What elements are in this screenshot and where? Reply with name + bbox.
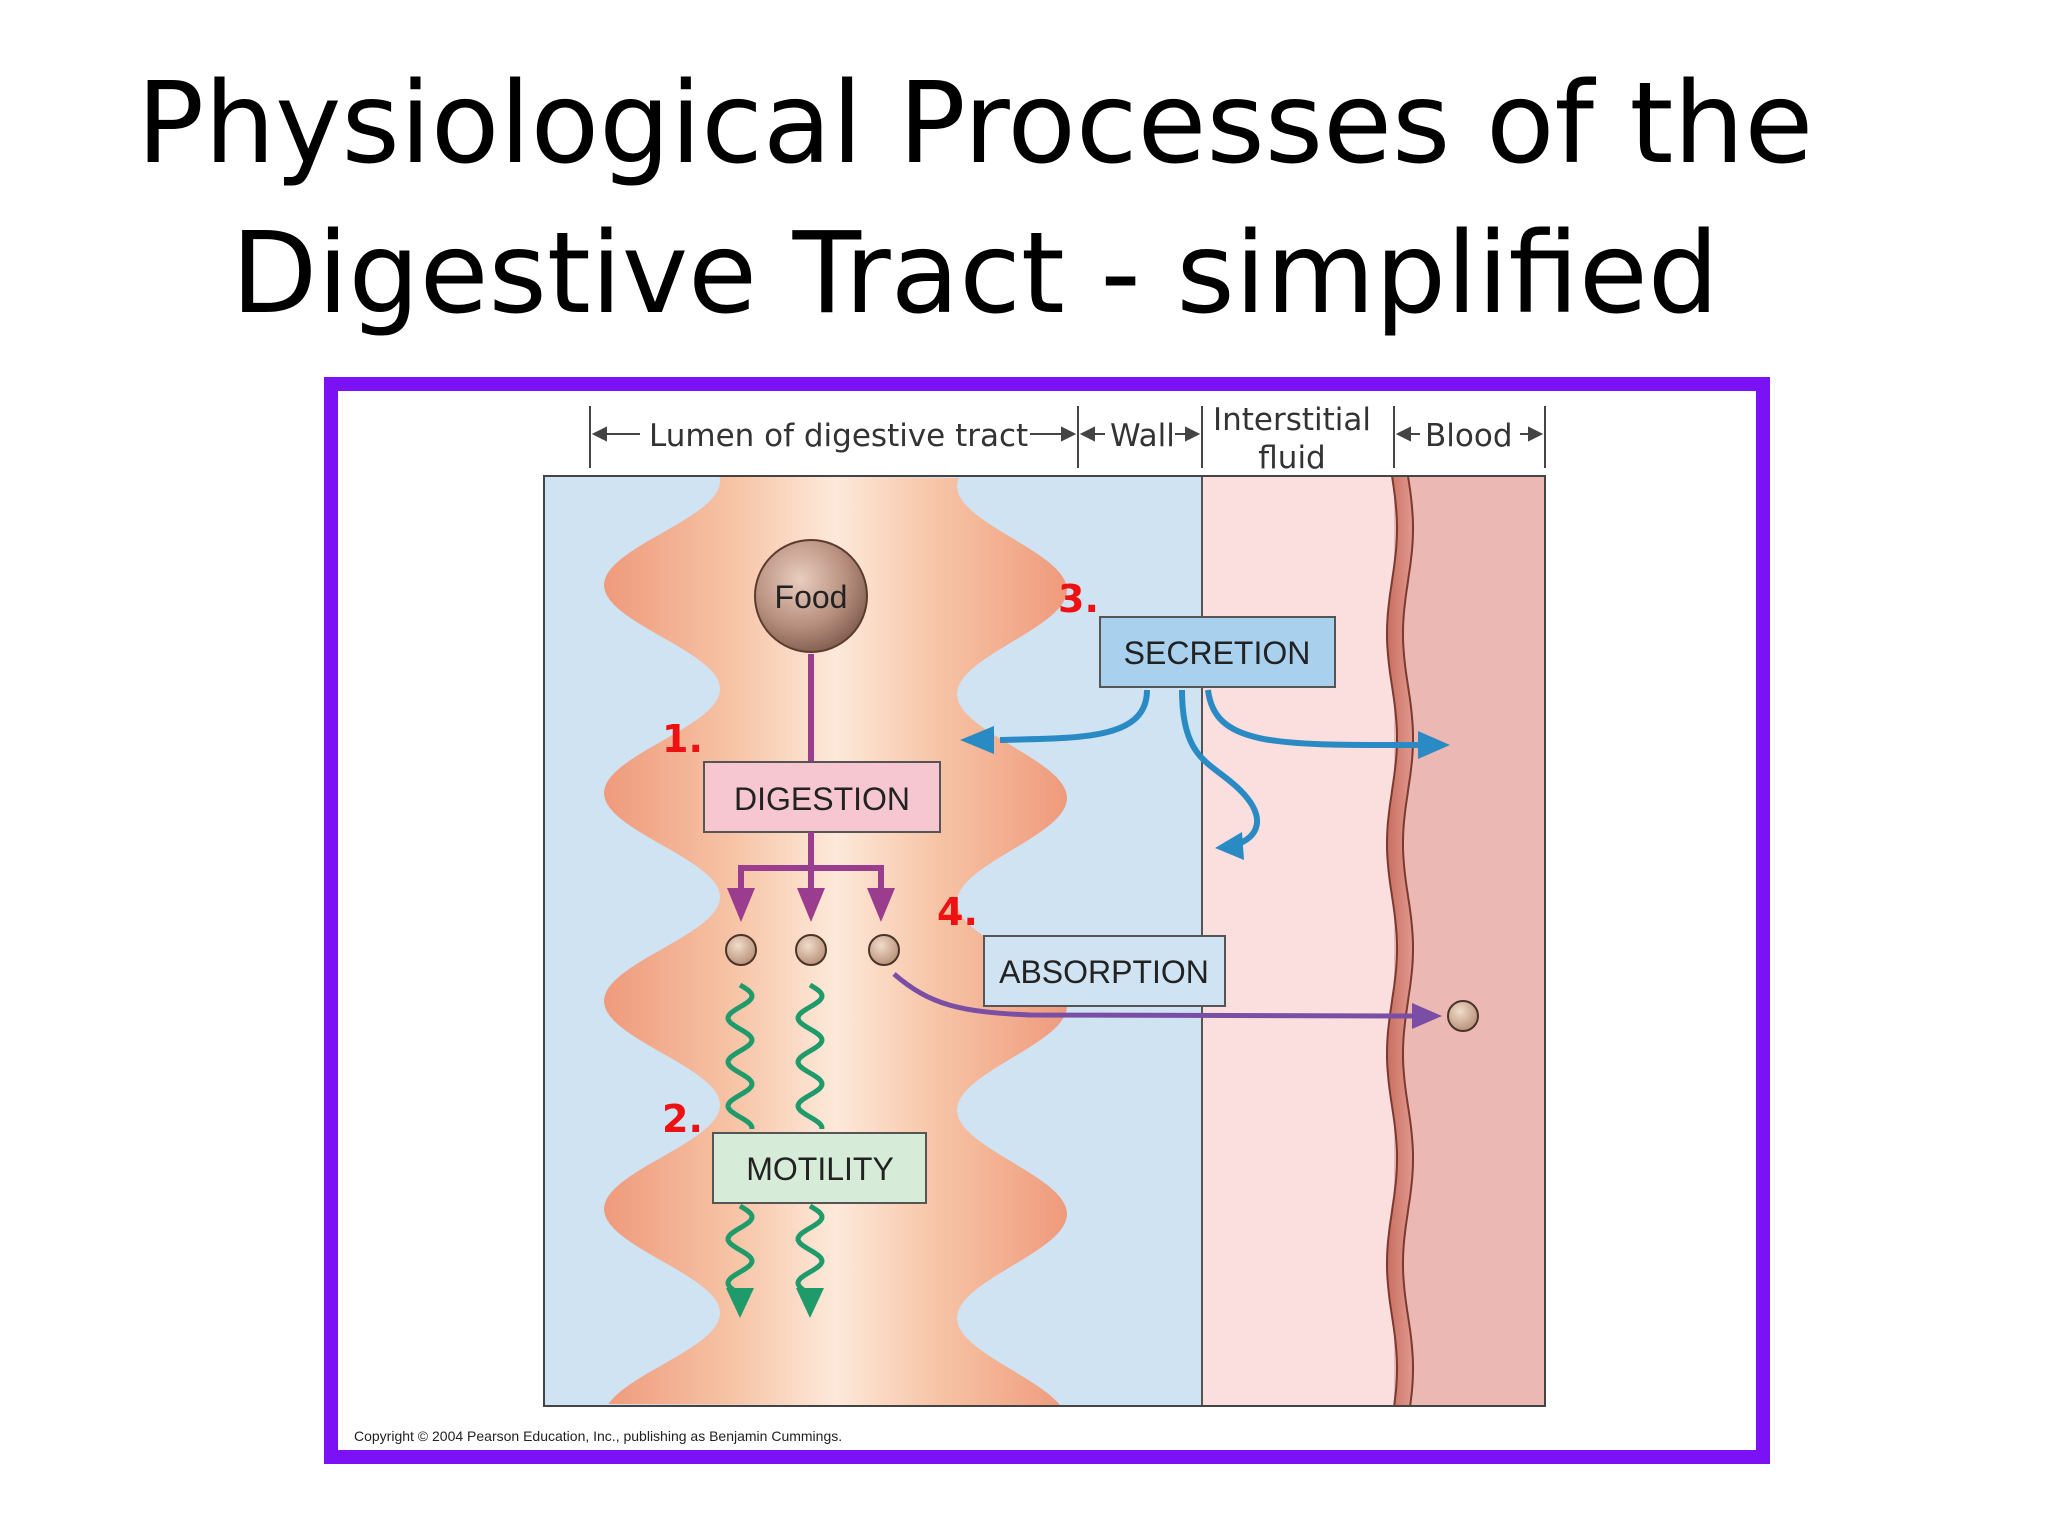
motility-waves bbox=[725, 982, 825, 1295]
interstitial-header-label-fluid: fluid bbox=[1258, 440, 1325, 476]
food-particle bbox=[754, 539, 868, 653]
absorption-arrow bbox=[892, 972, 1419, 1019]
motility-box bbox=[712, 1132, 927, 1204]
motility-wave-lower-left bbox=[725, 1203, 755, 1295]
step-number-digestion: 1. bbox=[662, 717, 703, 761]
motility-wave-lower-right bbox=[795, 1203, 825, 1295]
secretion-arrows bbox=[999, 689, 1431, 848]
wall-header-label: Wall bbox=[1110, 418, 1175, 454]
diagram-outline bbox=[543, 475, 1546, 1407]
motility-wave-upper-left bbox=[725, 982, 755, 1129]
nutrient-particle-3 bbox=[868, 934, 900, 966]
interstitial-header-label: Interstitial bbox=[1213, 402, 1371, 438]
secretion-box bbox=[1099, 616, 1336, 688]
digestion-box bbox=[703, 761, 941, 833]
secretion-arrowheads bbox=[960, 726, 1450, 860]
secretion-label: SECRETION bbox=[1124, 635, 1311, 671]
absorption-arrowhead bbox=[1412, 1003, 1442, 1029]
absorbed-nutrient-particle bbox=[1447, 1000, 1479, 1032]
nutrient-particle-2 bbox=[795, 934, 827, 966]
food-label: Food bbox=[775, 579, 848, 615]
slide-title-line-2: Digestive Tract - simplified bbox=[231, 209, 1719, 339]
interstitial-fluid-region bbox=[1202, 476, 1394, 1406]
region-header-markers bbox=[589, 406, 1546, 468]
step-number-absorption: 4. bbox=[937, 890, 978, 934]
blood-header-label: Blood bbox=[1425, 418, 1513, 454]
slide-title-line-1: Physiological Processes of the bbox=[136, 59, 1814, 189]
digestion-label: DIGESTION bbox=[734, 781, 910, 817]
step-number-motility: 2. bbox=[662, 1097, 703, 1141]
absorption-box bbox=[983, 935, 1226, 1007]
nutrient-particle-1 bbox=[725, 934, 757, 966]
step-number-secretion: 3. bbox=[1058, 577, 1099, 621]
blood-region bbox=[1394, 476, 1545, 1406]
digestion-arrowheads bbox=[727, 888, 895, 922]
motility-arrowheads bbox=[726, 1288, 824, 1318]
motility-wave-upper-right bbox=[795, 982, 825, 1129]
absorption-label: ABSORPTION bbox=[999, 954, 1209, 990]
copyright-notice: Copyright © 2004 Pearson Education, Inc.… bbox=[354, 1428, 842, 1444]
lumen-header-label: Lumen of digestive tract bbox=[649, 418, 1028, 454]
motility-label: MOTILITY bbox=[746, 1151, 894, 1187]
